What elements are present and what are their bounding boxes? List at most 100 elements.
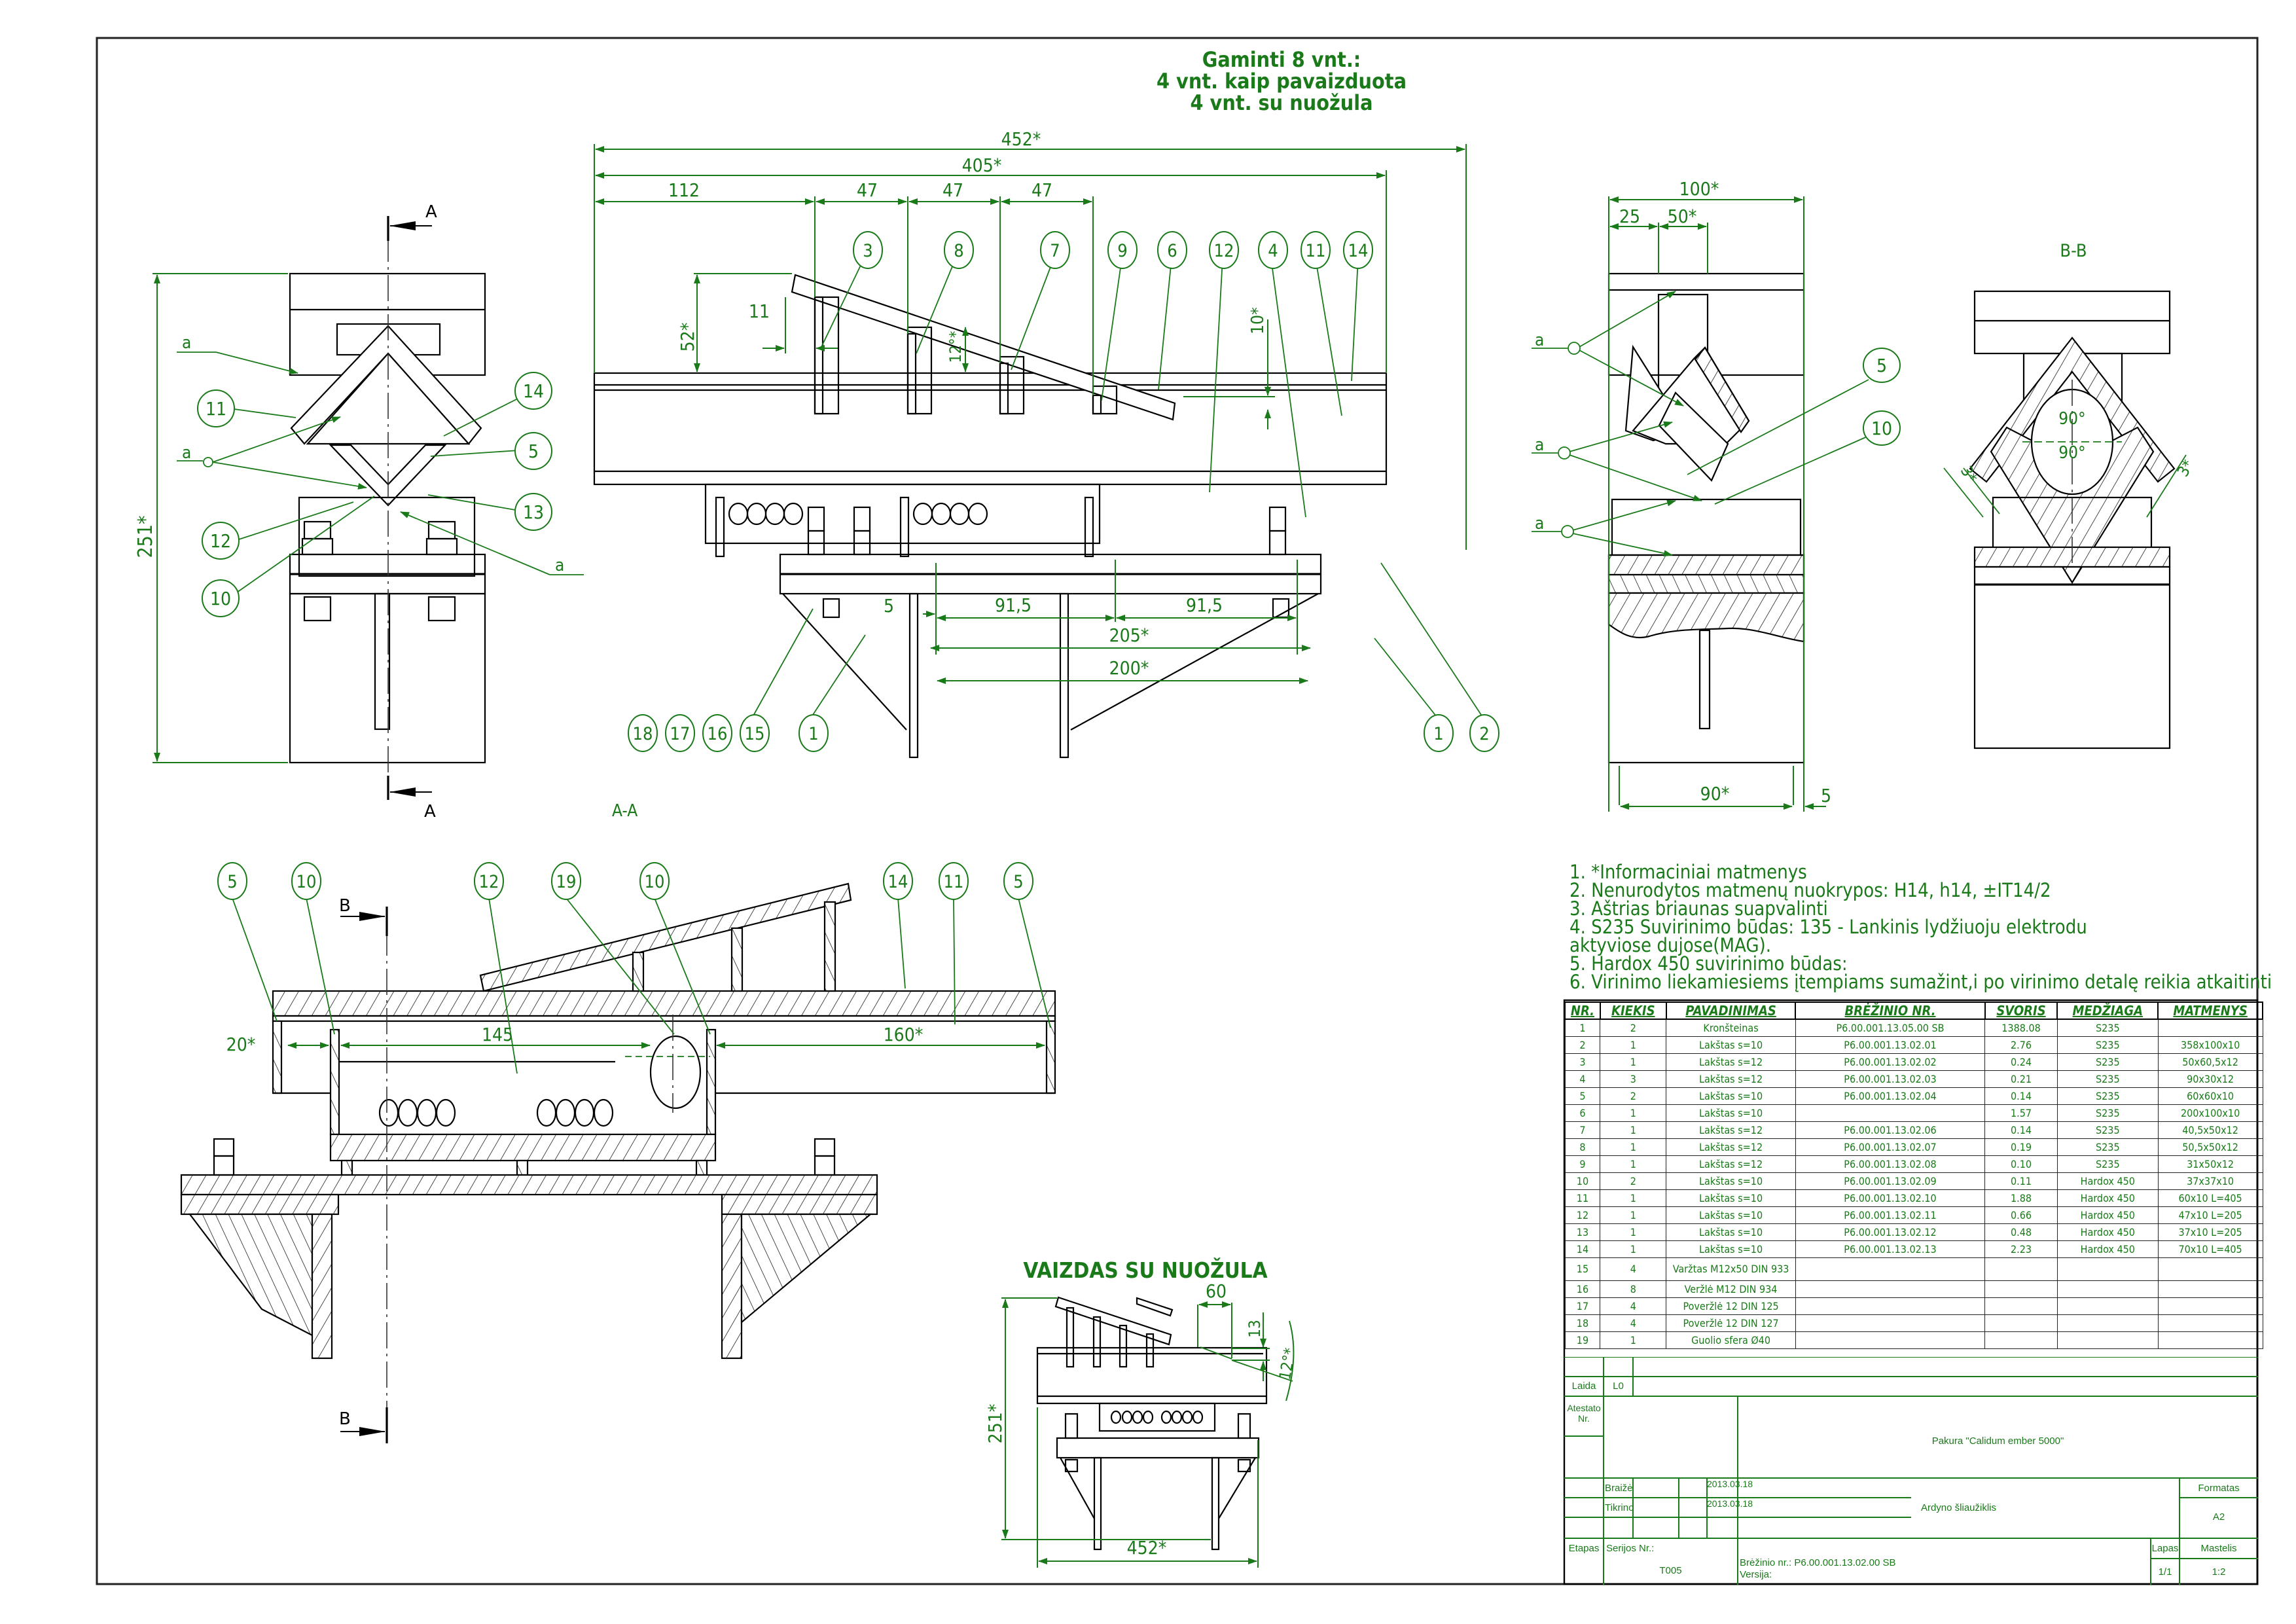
- bom-matmenys: 50,5x50x12: [2157, 1138, 2263, 1156]
- bom-svoris: [1984, 1257, 2058, 1281]
- annotation-label: 12°*: [946, 331, 965, 363]
- bom-kiekis: 2: [1600, 1087, 1667, 1105]
- bom-kiekis: 8: [1600, 1280, 1667, 1298]
- weld-symbol: a a a: [177, 333, 584, 575]
- bom-nr: 17: [1564, 1297, 1601, 1315]
- annotation-label: 9: [1117, 241, 1127, 261]
- bom-brezinio: P6.00.001.13.02.07: [1795, 1138, 1986, 1156]
- end-weld-symbols: a a a: [1532, 291, 1702, 557]
- bom-svoris: 0.66: [1984, 1206, 2058, 1224]
- bom-medziaga: Hardox 450: [2056, 1172, 2159, 1190]
- bom-brezinio: P6.00.001.13.02.02: [1795, 1053, 1986, 1071]
- annotation-label: 16: [708, 724, 728, 744]
- bom-svoris: 2.76: [1984, 1036, 2058, 1054]
- annotation-label: 52*: [677, 323, 698, 352]
- bill-of-materials: NR. KIEKIS PAVADINIMAS BRĖŽINIO NR. SVOR…: [1564, 1001, 2263, 1349]
- chamfer-length-dim: 60: [1206, 1280, 1227, 1302]
- ball-row: [728, 502, 988, 526]
- bom-nr: 8: [1564, 1138, 1601, 1156]
- bom-kiekis: 2: [1600, 1019, 1667, 1037]
- section-dim-right: 160*: [884, 1024, 924, 1045]
- bom-col-brezinio: BRĖŽINIO NR.: [1795, 1001, 1986, 1020]
- formatas-label: Formatas: [2198, 1483, 2240, 1494]
- front-balloons-top: 3 8 7 9 6 12 4 11 14: [821, 231, 1373, 518]
- bom-pavadinimas: Lakštas s=10: [1666, 1087, 1796, 1105]
- bom-medziaga: S235: [2056, 1070, 2159, 1088]
- bom-svoris: [1984, 1280, 2058, 1298]
- bom-pavadinimas: Varžtas M12x50 DIN 933: [1666, 1257, 1796, 1281]
- annotation-label: 112: [668, 179, 700, 201]
- bom-nr: 10: [1564, 1172, 1601, 1190]
- annotation-label: 91,5: [995, 594, 1031, 616]
- bom-brezinio: P6.00.001.13.02.08: [1795, 1155, 1986, 1173]
- section-a-bottom-label: A: [424, 802, 436, 821]
- bom-svoris: 1.57: [1984, 1104, 2058, 1122]
- bom-brezinio: P6.00.001.13.02.01: [1795, 1036, 1986, 1054]
- bom-kiekis: 2: [1600, 1172, 1667, 1190]
- bom-nr: 7: [1564, 1121, 1601, 1139]
- side-balloons: 11 14 5 13 12 10: [197, 372, 552, 617]
- section-dim-span: 145: [482, 1024, 513, 1045]
- bom-matmenys: [2157, 1257, 2263, 1281]
- annotation-label: 12: [1214, 241, 1234, 261]
- bom-pavadinimas: Poveržlė 12 DIN 127: [1666, 1314, 1796, 1332]
- bom-pavadinimas: Lakštas s=12: [1666, 1121, 1796, 1139]
- bom-col-pavadinimas: PAVADINIMAS: [1665, 1001, 1797, 1020]
- bom-svoris: 1388.08: [1984, 1019, 2058, 1037]
- chamfer-view-title: VAIZDAS SU NUOŽULA: [1023, 1257, 1267, 1283]
- bom-nr: 9: [1564, 1155, 1601, 1173]
- annotation-label: 205*: [1109, 624, 1149, 646]
- annotation-label: 3: [863, 241, 872, 261]
- annotation-label: 452*: [1001, 128, 1041, 150]
- bom-matmenys: 31x50x12: [2157, 1155, 2263, 1173]
- annotation-label: 10: [645, 872, 665, 892]
- note-4: 4. S235 Suvirinimo būdas: 135 - Lankinis…: [1570, 916, 2087, 938]
- annotation-label: 19: [556, 872, 577, 892]
- annotation-label: 1: [1433, 724, 1443, 744]
- bom-kiekis: 4: [1600, 1314, 1667, 1332]
- end-width-dim: 100*: [1679, 178, 1719, 200]
- bom-svoris: 0.21: [1984, 1070, 2058, 1088]
- bom-medziaga: Hardox 450: [2056, 1206, 2159, 1224]
- bom-kiekis: 4: [1600, 1257, 1667, 1281]
- bom-brezinio: P6.00.001.13.05.00 SB: [1795, 1019, 1986, 1037]
- annotation-label: 47: [1031, 179, 1052, 201]
- bom-kiekis: 1: [1600, 1053, 1667, 1071]
- chamfer-depth-dim: 13: [1246, 1320, 1264, 1337]
- lapas-value: 1/1: [2158, 1566, 2172, 1578]
- section-balloons: 5 10 12 19 10 14 11 5: [217, 862, 1051, 1074]
- bom-col-kiekis: KIEKIS: [1599, 1001, 1667, 1020]
- note-1: 1. *Informaciniai matmenys: [1570, 861, 1807, 883]
- bom-matmenys: 47x10 L=205: [2157, 1206, 2263, 1224]
- project-name: Pakura "Calidum ember 5000": [1931, 1435, 2064, 1447]
- bom-col-medziaga: MEDŽIAGA: [2056, 1001, 2159, 1020]
- bom-brezinio: [1795, 1314, 1986, 1332]
- bom-brezinio: [1795, 1297, 1986, 1315]
- end-view: 100* 25 50* 90* 5 a a a: [1532, 178, 1901, 812]
- bom-medziaga: Hardox 450: [2056, 1240, 2159, 1258]
- bom-brezinio: P6.00.001.13.02.04: [1795, 1087, 1986, 1105]
- annotation-label: 5: [884, 595, 894, 617]
- longitudinal-section-view: B B 20* 145 160* 5 10 12 19 10 14 11: [180, 862, 1056, 1443]
- end-inner-dim: 50*: [1668, 206, 1697, 227]
- bom-medziaga: S235: [2056, 1121, 2159, 1139]
- bom-matmenys: 40,5x50x12: [2157, 1121, 2263, 1139]
- bom-brezinio: [1795, 1104, 1986, 1122]
- annotation-label: 10: [1871, 418, 1892, 439]
- bom-kiekis: 1: [1600, 1331, 1667, 1349]
- annotation-label: 91,5: [1186, 594, 1223, 616]
- bb-angle-mid: 90°: [2058, 443, 2085, 463]
- bom-nr: 5: [1564, 1087, 1601, 1105]
- bom-svoris: 0.11: [1984, 1172, 2058, 1190]
- note-6: 6. Virinimo liekamiesiems įtempiams suma…: [1570, 971, 2272, 993]
- bom-nr: 13: [1564, 1223, 1601, 1241]
- bom-matmenys: [2157, 1297, 2263, 1315]
- annotation-label: 13: [523, 501, 544, 523]
- bom-pavadinimas: Kronšteinas: [1666, 1019, 1796, 1037]
- annotation-label: 5: [528, 441, 539, 462]
